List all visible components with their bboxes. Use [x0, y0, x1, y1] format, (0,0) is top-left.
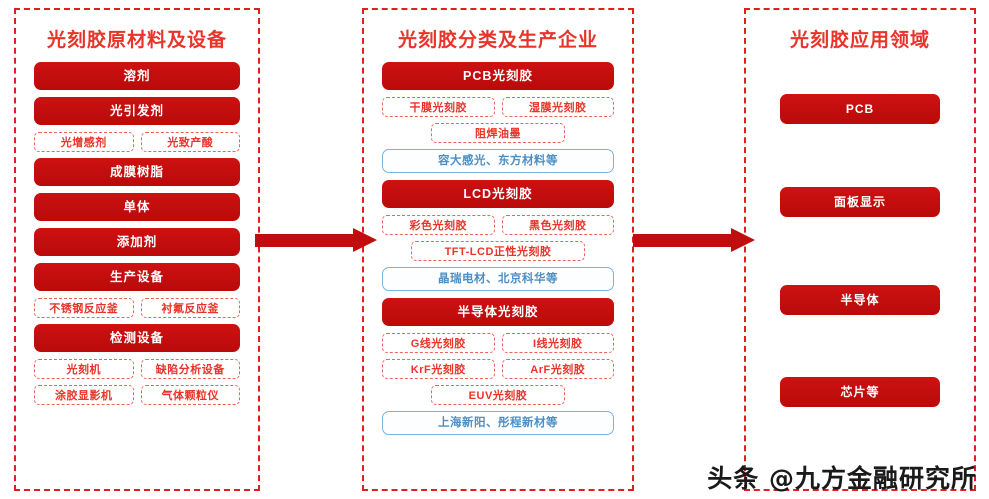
panel-classification-title: 光刻胶分类及生产企业 [397, 30, 598, 51]
arrow-raw-to-classification [255, 228, 377, 252]
row-inspection-equipment-sub-2: 涂胶显影机 气体颗粒仪 [34, 385, 240, 411]
watermark-text: 头条 @九方金融研究所 [707, 464, 977, 493]
box-lcd-photoresist[interactable]: LCD光刻胶 [382, 180, 614, 208]
box-production-equipment[interactable]: 生产设备 [34, 263, 240, 291]
panel-applications-title: 光刻胶应用领域 [789, 30, 930, 51]
box-g-line-photoresist[interactable]: G线光刻胶 [382, 333, 495, 353]
box-additive[interactable]: 添加剂 [34, 228, 240, 256]
row-production-equipment-sub: 不锈钢反应釜 衬氟反应釜 [34, 298, 240, 324]
box-solder-mask-ink[interactable]: 阻焊油墨 [430, 123, 566, 143]
panel-classification: 光刻胶分类及生产企业 PCB光刻胶 干膜光刻胶 湿膜光刻胶 阻焊油墨 容大感光、… [362, 8, 634, 491]
panel-classification-body: PCB光刻胶 干膜光刻胶 湿膜光刻胶 阻焊油墨 容大感光、东方材料等 LCD光刻… [364, 62, 632, 435]
box-lcd-companies[interactable]: 晶瑞电材、北京科华等 [382, 267, 614, 291]
box-defect-analysis-equipment[interactable]: 缺陷分析设备 [140, 359, 240, 379]
box-application-chips[interactable]: 芯片等 [780, 377, 940, 407]
box-color-photoresist[interactable]: 彩色光刻胶 [382, 215, 495, 235]
box-application-panel-display[interactable]: 面板显示 [780, 187, 940, 217]
panel-raw-materials-body: 溶剂 光引发剂 光增感剂 光致产酸 成膜树脂 单体 添加剂 生产设备 不锈钢反应… [16, 62, 258, 411]
row-euv-photoresist: EUV光刻胶 [382, 385, 614, 411]
row-pcb-photoresist-sub: 干膜光刻胶 湿膜光刻胶 [382, 97, 614, 123]
box-film-forming-resin[interactable]: 成膜树脂 [34, 158, 240, 186]
box-application-pcb[interactable]: PCB [780, 94, 940, 124]
row-photoinitiator-sub: 光增感剂 光致产酸 [34, 132, 240, 158]
panel-raw-materials-title: 光刻胶原材料及设备 [46, 30, 227, 51]
box-euv-photoresist[interactable]: EUV光刻胶 [430, 385, 566, 405]
box-application-semiconductor[interactable]: 半导体 [780, 285, 940, 315]
row-tft-lcd-positive-photoresist: TFT-LCD正性光刻胶 [382, 241, 614, 267]
panel-raw-materials: 光刻胶原材料及设备 溶剂 光引发剂 光增感剂 光致产酸 成膜树脂 单体 添加剂 … [14, 8, 260, 491]
box-coater-developer[interactable]: 涂胶显影机 [34, 385, 134, 405]
arrow-head-icon [731, 228, 755, 252]
box-solvent[interactable]: 溶剂 [34, 62, 240, 90]
box-gas-particle-counter[interactable]: 气体颗粒仪 [140, 385, 240, 405]
arrow-classification-to-applications [633, 228, 755, 252]
box-pcb-companies[interactable]: 容大感光、东方材料等 [382, 149, 614, 173]
box-monomer[interactable]: 单体 [34, 193, 240, 221]
box-inspection-equipment[interactable]: 检测设备 [34, 324, 240, 352]
box-dry-film-photoresist[interactable]: 干膜光刻胶 [382, 97, 495, 117]
box-fluorine-lined-reactor[interactable]: 衬氟反应釜 [140, 298, 240, 318]
box-semiconductor-companies[interactable]: 上海新阳、彤程新材等 [382, 411, 614, 435]
row-solder-mask-ink: 阻焊油墨 [382, 123, 614, 149]
box-photoinitiator[interactable]: 光引发剂 [34, 97, 240, 125]
box-stainless-steel-reactor[interactable]: 不锈钢反应釜 [34, 298, 134, 318]
box-i-line-photoresist[interactable]: I线光刻胶 [501, 333, 614, 353]
box-black-photoresist[interactable]: 黑色光刻胶 [501, 215, 614, 235]
arrow-shaft [633, 234, 733, 247]
box-wet-film-photoresist[interactable]: 湿膜光刻胶 [501, 97, 614, 117]
box-photosensitizer[interactable]: 光增感剂 [34, 132, 134, 152]
row-semiconductor-photoresist-sub-2: KrF光刻胶 ArF光刻胶 [382, 359, 614, 385]
arrow-head-icon [353, 228, 377, 252]
row-inspection-equipment-sub-1: 光刻机 缺陷分析设备 [34, 359, 240, 385]
box-semiconductor-photoresist[interactable]: 半导体光刻胶 [382, 298, 614, 326]
box-arf-photoresist[interactable]: ArF光刻胶 [501, 359, 614, 379]
box-tft-lcd-positive-photoresist[interactable]: TFT-LCD正性光刻胶 [411, 241, 585, 261]
row-semiconductor-photoresist-sub-1: G线光刻胶 I线光刻胶 [382, 333, 614, 359]
row-lcd-photoresist-sub: 彩色光刻胶 黑色光刻胶 [382, 215, 614, 241]
box-photoacid-generator[interactable]: 光致产酸 [140, 132, 240, 152]
box-pcb-photoresist[interactable]: PCB光刻胶 [382, 62, 614, 90]
panel-applications: 光刻胶应用领域 PCB 面板显示 半导体 芯片等 [744, 8, 976, 491]
box-lithography-machine[interactable]: 光刻机 [34, 359, 134, 379]
arrow-shaft [255, 234, 355, 247]
box-krf-photoresist[interactable]: KrF光刻胶 [382, 359, 495, 379]
